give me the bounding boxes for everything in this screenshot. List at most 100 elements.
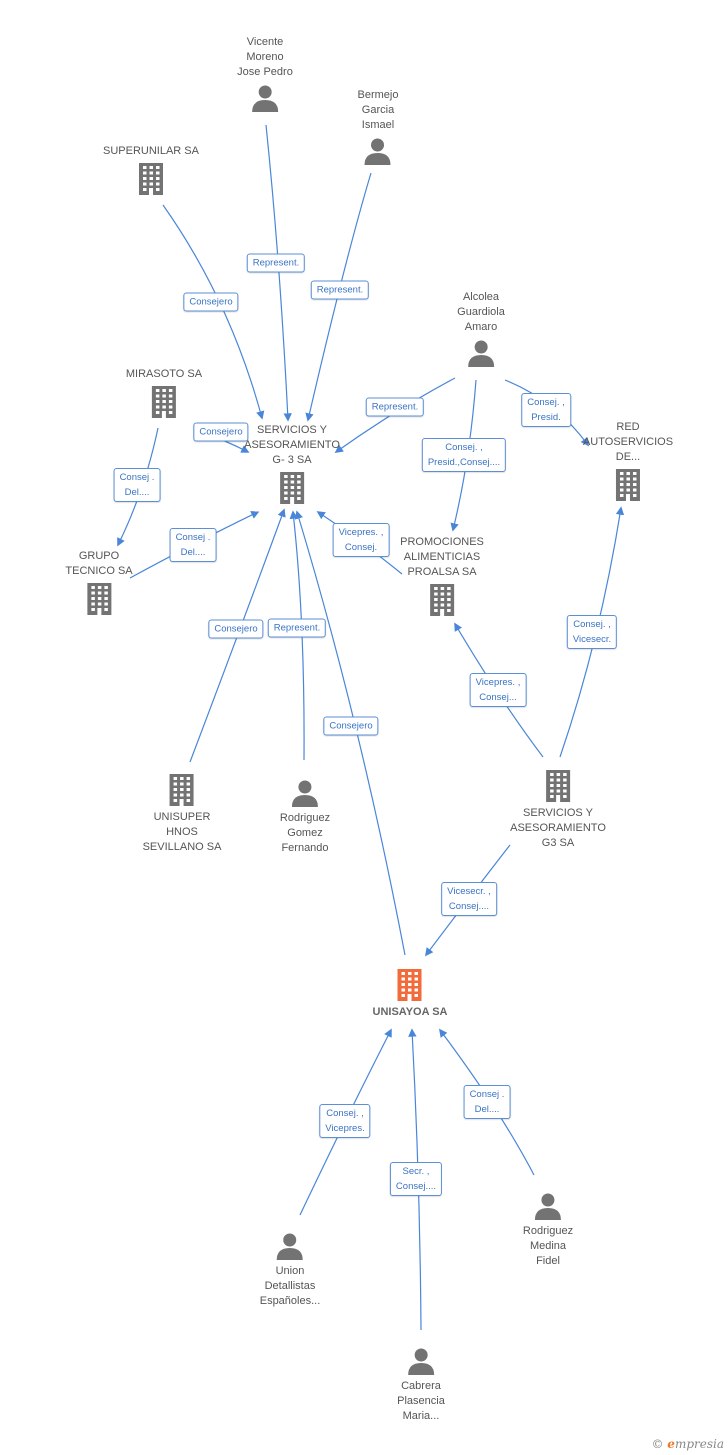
relation-badge-e15[interactable]: Consej. ,Vicesecr.	[566, 615, 618, 649]
person-icon	[397, 1346, 445, 1376]
relation-badge-line: Represent.	[252, 257, 300, 269]
relation-badge-e18[interactable]: Secr. ,Consej....	[389, 1162, 443, 1196]
relation-badge-e3[interactable]: Consejero	[183, 292, 239, 312]
building-icon	[126, 385, 202, 419]
node-label-line: ASESORAMIENTO	[510, 822, 606, 834]
node-label: SERVICIOS Y ASESORAMIENTO G3 SA	[510, 806, 606, 851]
node-label-line: Bermejo	[357, 89, 399, 101]
building-icon	[244, 471, 340, 505]
relation-badge-e10[interactable]: Vicepres. ,Consej.	[332, 523, 390, 557]
relation-badge-e6[interactable]: Consej. ,Presid.,Consej....	[421, 438, 507, 472]
node-unisayoa[interactable]: UNISAYOA SA	[373, 965, 448, 1020]
relation-badge-line: Consejero	[199, 426, 243, 438]
person-icon	[237, 83, 293, 113]
person-icon	[280, 778, 330, 808]
relation-badge-line: Consej .	[119, 472, 155, 483]
node-label-line: SEVILLANO SA	[142, 841, 222, 853]
node-label-line: UNISUPER	[153, 811, 211, 823]
node-label-line: G3 SA	[541, 837, 575, 849]
node-label-line: GRUPO	[78, 550, 120, 562]
relation-badge-line: Vicesecr. ,	[447, 886, 491, 897]
node-label-line: Fernando	[281, 842, 329, 854]
relation-badge-line: Consej. ,	[527, 397, 565, 408]
relation-badge-e4[interactable]: Represent.	[365, 397, 425, 417]
node-label-line: SERVICIOS Y	[523, 807, 593, 819]
building-icon	[103, 162, 199, 196]
edge-e2	[305, 172, 372, 422]
relation-badge-line: Del....	[124, 487, 150, 498]
relation-badge-line: Consej...	[479, 692, 517, 703]
node-label-line: PROALSA SA	[407, 566, 477, 578]
brand-initial: e	[667, 1437, 675, 1451]
building-icon	[400, 583, 484, 617]
person-icon	[457, 338, 505, 368]
node-label-line: Guardiola	[457, 306, 505, 318]
relation-badge-e16[interactable]: Vicesecr. ,Consej....	[441, 882, 497, 916]
node-label-line: Fidel	[536, 1255, 560, 1267]
relation-badge-line: Consej .	[175, 532, 211, 543]
main-company-icon	[373, 968, 448, 1002]
node-label-line: Jose Pedro	[237, 66, 293, 78]
node-label-line: Union	[275, 1265, 305, 1277]
relation-badge-e8[interactable]: Consej . Del....	[113, 468, 161, 502]
node-label-line: Medina	[529, 1240, 567, 1252]
relation-badge-e7[interactable]: Consejero	[193, 422, 249, 442]
relation-badge-line: Presid.,Consej....	[427, 457, 501, 468]
node-grupo[interactable]: GRUPO TECNICO SA	[65, 549, 133, 619]
brand-rest: mpresia	[674, 1437, 724, 1451]
node-label-line: MIRASOTO SA	[125, 368, 203, 380]
relation-badge-e9[interactable]: Consej .Del....	[169, 528, 217, 562]
relation-badge-e13[interactable]: Consejero	[323, 716, 379, 736]
node-label-line: Cabrera	[401, 1380, 441, 1392]
node-label: SUPERUNILAR SA	[103, 144, 199, 159]
relation-badge-e2[interactable]: Represent.	[310, 280, 370, 300]
relation-badge-e17[interactable]: Consej. ,Vicepres.	[319, 1104, 371, 1138]
relation-badge-line: Consejero	[189, 296, 233, 308]
relation-badge-line: Consejero	[214, 623, 258, 635]
node-label-line: G- 3 SA	[272, 454, 312, 466]
node-label-line: Detallistas	[264, 1280, 316, 1292]
building-icon	[143, 773, 222, 807]
relation-badge-line: Consej .	[469, 1089, 505, 1100]
building-icon	[583, 468, 673, 502]
building-icon	[65, 582, 132, 616]
node-label-line: Españoles...	[259, 1295, 321, 1307]
node-label-line: TECNICO SA	[65, 565, 133, 577]
person-icon	[260, 1231, 321, 1261]
node-mirasoto[interactable]: MIRASOTO SA	[126, 367, 202, 422]
relation-badge-e11[interactable]: Consejero	[208, 619, 264, 639]
node-label-line: ALIMENTICIAS	[403, 551, 481, 563]
relation-badge-line: Presid.	[531, 412, 561, 423]
relation-badge-e1[interactable]: Represent.	[246, 253, 306, 273]
relation-badge-line: Vicepres. ,	[338, 527, 384, 538]
person-icon	[523, 1191, 573, 1221]
node-superunilar[interactable]: SUPERUNILAR SA	[103, 144, 199, 199]
relation-badge-e19[interactable]: Consej .Del....	[463, 1085, 511, 1119]
node-servicios_g3b[interactable]: SERVICIOS Y ASESORAMIENTO G3 SA	[510, 766, 606, 851]
relation-badge-line: Secr. ,	[402, 1166, 430, 1177]
relation-badge-e5[interactable]: Consej. , Presid.	[521, 393, 571, 427]
relation-badge-e14[interactable]: Vicepres. , Consej...	[469, 673, 527, 707]
copyright-symbol: ©	[651, 1437, 664, 1451]
relation-badge-line: Vicepres. ,	[475, 677, 521, 688]
node-label-line: Maria...	[402, 1410, 440, 1422]
node-label-line: ASESORAMIENTO	[244, 439, 340, 451]
relation-badge-e12[interactable]: Represent.	[267, 618, 327, 638]
